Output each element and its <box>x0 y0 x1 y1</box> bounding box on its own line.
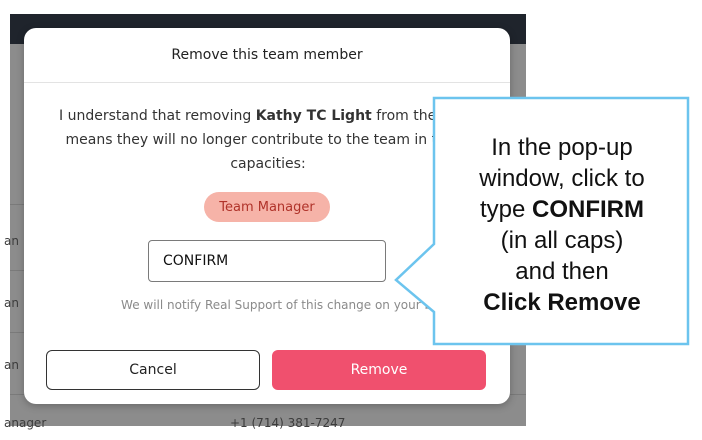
callout-line: (in all caps) <box>500 227 624 254</box>
table-cell-role: anager <box>4 416 47 430</box>
table-cell-phone: +1 (714) 381-7247 <box>230 416 346 430</box>
role-badge: Team Manager <box>204 192 330 222</box>
remove-button[interactable]: Remove <box>272 350 486 390</box>
callout-line: Click Remove <box>434 287 690 318</box>
notify-message: We will notify Real Support of this chan… <box>121 298 465 312</box>
confirm-input[interactable] <box>148 240 386 282</box>
callout-line: window, click to <box>479 165 645 192</box>
callout-confirm-keyword: CONFIRM <box>532 196 644 223</box>
cancel-button[interactable]: Cancel <box>46 350 260 390</box>
table-cell-role: an <box>4 234 19 248</box>
description-prefix: I understand that removing <box>59 108 256 124</box>
callout-remove-instruction: Click Remove <box>483 289 641 316</box>
role-badge-label: Team Manager <box>219 199 315 215</box>
callout-line: and then <box>515 258 609 285</box>
modal-header: Remove this team member <box>24 28 510 83</box>
modal-title: Remove this team member <box>171 47 363 63</box>
table-cell-role: an <box>4 296 19 310</box>
table-cell-role: an <box>4 358 19 372</box>
member-name: Kathy TC Light <box>255 108 372 124</box>
modal-description: I understand that removing Kathy TC Ligh… <box>48 104 488 176</box>
callout-line: In the pop-up <box>491 134 633 161</box>
callout-line: type CONFIRM <box>434 194 690 225</box>
callout-line-prefix: type <box>479 196 533 223</box>
instruction-callout-text: In the pop-up window, click to type CONF… <box>434 132 690 318</box>
